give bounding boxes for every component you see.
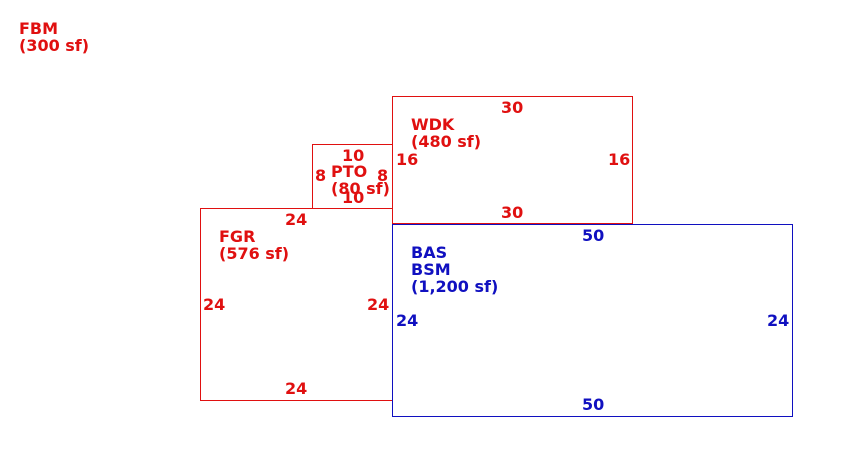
fgr-area: (576 sf) xyxy=(219,244,290,263)
fgr-dim-right: 24 xyxy=(367,295,390,314)
bsm-code: BSM xyxy=(411,260,451,279)
fgr-label: FGR (576 sf) xyxy=(219,228,289,262)
bas-label: BAS BSM (1,200 sf) xyxy=(411,244,498,295)
bas-dim-bottom: 50 xyxy=(582,395,605,414)
bas-area-outline xyxy=(392,224,793,417)
wdk-dim-top: 30 xyxy=(501,98,524,117)
pto-label: PTO (80 sf) xyxy=(331,163,390,197)
pto-area: (80 sf) xyxy=(331,179,390,198)
wdk-code: WDK xyxy=(411,115,455,134)
wdk-dim-right: 16 xyxy=(608,150,631,169)
wdk-area: (480 sf) xyxy=(411,132,482,151)
pto-code: PTO xyxy=(331,162,368,181)
bas-area: (1,200 sf) xyxy=(411,277,499,296)
wdk-dim-bottom: 30 xyxy=(501,203,524,222)
fgr-dim-bottom: 24 xyxy=(285,379,308,398)
pto-dim-left: 8 xyxy=(315,166,327,185)
fbm-code: FBM xyxy=(19,19,59,38)
wdk-label: WDK (480 sf) xyxy=(411,116,481,150)
fbm-label: FBM (300 sf) xyxy=(19,20,89,54)
fbm-area: (300 sf) xyxy=(19,36,90,55)
pto-dim-top: 10 xyxy=(342,146,365,165)
bas-code: BAS xyxy=(411,243,448,262)
fgr-code: FGR xyxy=(219,227,256,246)
fgr-dim-top: 24 xyxy=(285,210,308,229)
bas-dim-left: 24 xyxy=(396,311,419,330)
pto-dim-bottom: 10 xyxy=(342,188,365,207)
bas-dim-right: 24 xyxy=(767,311,790,330)
wdk-dim-left: 16 xyxy=(396,150,419,169)
bas-dim-top: 50 xyxy=(582,226,605,245)
fgr-dim-left: 24 xyxy=(203,295,226,314)
pto-dim-right: 8 xyxy=(377,166,389,185)
